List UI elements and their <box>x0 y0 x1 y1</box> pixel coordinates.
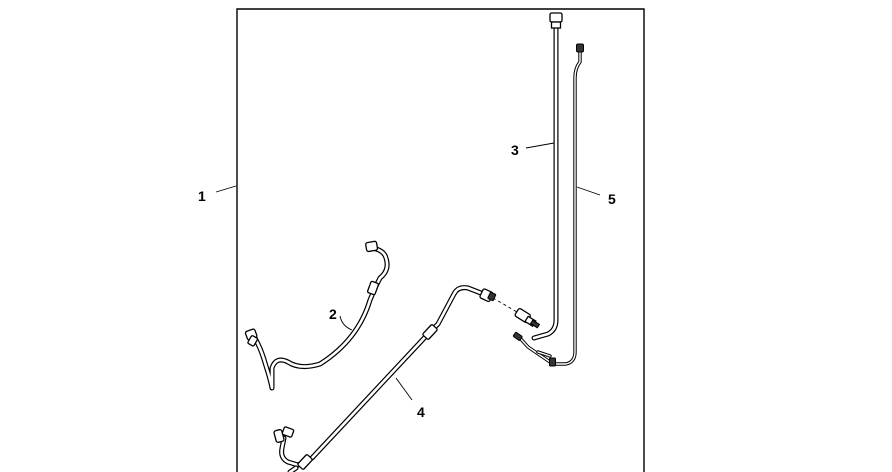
hose-2-left-fitting <box>244 328 259 347</box>
hose-2-crimp-sleeve <box>366 280 380 296</box>
hose-3 <box>514 12 563 341</box>
tube-5-end-fitting <box>512 331 523 341</box>
leader-line-1 <box>215 185 237 193</box>
hose-2 <box>244 240 390 391</box>
leader-line-3 <box>525 142 555 149</box>
leader-line-5 <box>576 186 601 196</box>
callout-4: 4 <box>417 404 425 420</box>
hose-4-left-fitting <box>273 426 295 444</box>
callout-1: 1 <box>198 188 206 204</box>
hose-2-top-fitting <box>365 240 379 253</box>
hose-3-bottom-fitting <box>514 308 541 329</box>
connection-dashed-line <box>492 297 518 313</box>
hose-4-crimp-sleeve-upper <box>422 324 438 340</box>
callout-2: 2 <box>329 306 337 322</box>
hose-4-crimp-sleeve-lower <box>297 454 313 470</box>
tube-5 <box>512 43 584 367</box>
leader-line-2 <box>339 315 353 331</box>
hose-4-right-fitting <box>479 288 497 303</box>
tube-5-tee-fitting <box>549 357 556 367</box>
callout-3: 3 <box>511 142 519 158</box>
hose-4 <box>273 285 497 472</box>
tube-5-top-fitting <box>576 43 584 53</box>
leader-line-4 <box>395 377 413 401</box>
hose-3-top-fitting <box>549 12 563 23</box>
hose-3-top-ferrule <box>550 21 562 29</box>
callout-5: 5 <box>608 191 616 207</box>
kit-frame <box>236 8 645 472</box>
